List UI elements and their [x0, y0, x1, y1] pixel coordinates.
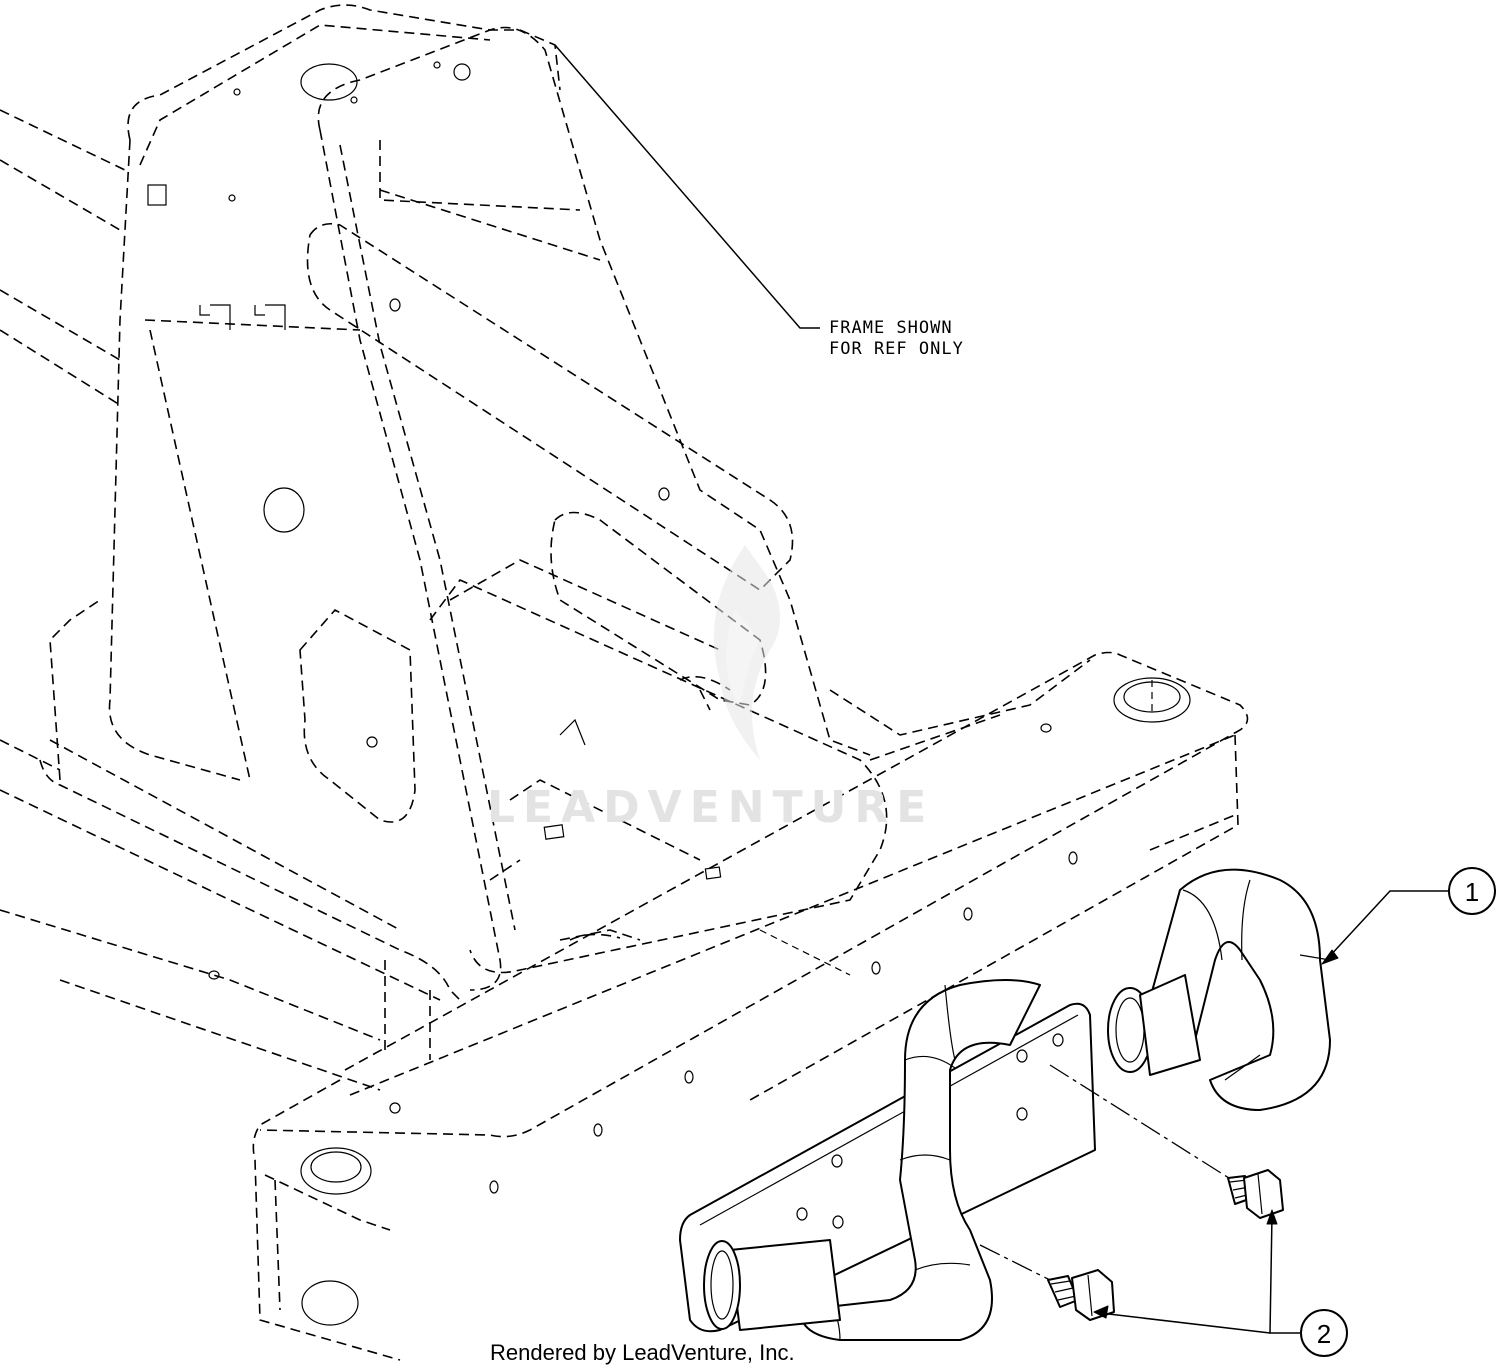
center-lines — [979, 1064, 1241, 1281]
callout-2: 2 — [1093, 1209, 1348, 1357]
watermark: LEADVENTURE — [487, 545, 934, 833]
frame-reference — [0, 4, 888, 1361]
front-axle-beam — [259, 651, 1249, 1194]
frame-note-line-2: FOR REF ONLY — [829, 339, 964, 359]
callout-1: 1 — [1321, 867, 1496, 965]
hex-bolt-lower — [1047, 1269, 1115, 1321]
hex-bolt-upper — [1227, 1169, 1284, 1219]
callout-label-2: 2 — [1317, 1319, 1331, 1349]
front-bumper-part — [679, 868, 1331, 1341]
render-credit: Rendered by LeadVenture, Inc. — [490, 1340, 795, 1365]
callout-label-1: 1 — [1465, 877, 1479, 907]
watermark-text: LEADVENTURE — [487, 782, 934, 833]
leadventure-flame-logo-icon — [713, 545, 780, 760]
frame-note: FRAME SHOWN FOR REF ONLY — [554, 44, 964, 359]
frame-note-line-1: FRAME SHOWN — [829, 318, 953, 338]
